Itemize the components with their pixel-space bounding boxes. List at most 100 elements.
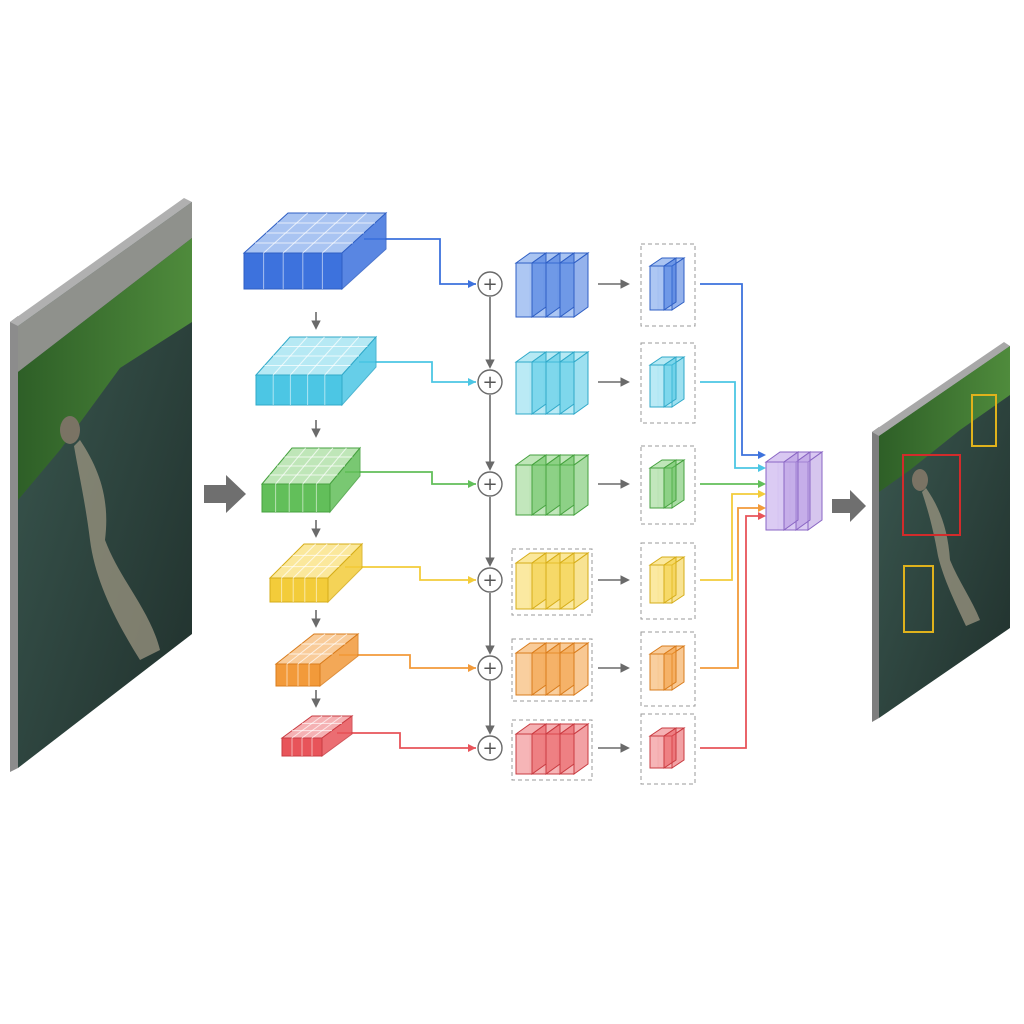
- fusion-block: [764, 451, 824, 531]
- sum-node-p1: +: [477, 271, 503, 369]
- slab-side: [531, 642, 547, 696]
- sum-node-p3: +: [477, 471, 503, 567]
- slab-side: [663, 556, 677, 604]
- slab-front: [515, 262, 533, 318]
- slab-side: [573, 454, 589, 516]
- fusion-connector-p6: [700, 515, 762, 749]
- lateral-arrowhead: [468, 576, 476, 584]
- slab-side: [573, 252, 589, 318]
- sum-node-circle: [477, 735, 503, 761]
- sum-symbol: +: [482, 274, 497, 295]
- reduced-feature-dashed-frame: [640, 445, 696, 525]
- sum-symbol: +: [482, 570, 497, 591]
- pyramid-grid-line: [311, 715, 343, 739]
- slab-side: [573, 351, 589, 415]
- feature-stack-dashed-frame: [511, 638, 593, 702]
- slab-front: [649, 265, 665, 311]
- pyramid-side-face: [341, 211, 387, 291]
- input-image-road: [18, 202, 192, 372]
- lateral-arrowhead: [468, 664, 476, 672]
- slab-front: [649, 653, 665, 691]
- slab-front: [649, 735, 665, 769]
- slab-side: [559, 454, 575, 516]
- slab-side: [559, 252, 575, 318]
- feature-block-column: [511, 252, 630, 781]
- reduced-feature-dashed-frame: [640, 713, 696, 785]
- input-image-top-edge: [10, 198, 192, 326]
- sum-node-p2: +: [477, 369, 503, 471]
- pyramid-grid-line: [292, 543, 328, 579]
- merged-feature-stack-p5: [511, 638, 593, 702]
- fusion-connector-p4: [700, 493, 762, 581]
- slab-front: [515, 733, 533, 775]
- sum-node-circle: [477, 471, 503, 497]
- pyramid-grid-line: [308, 633, 348, 665]
- input-image-outfall-pipe: [60, 416, 80, 444]
- slab-front: [515, 464, 533, 516]
- pyramid-level-p4: [268, 542, 364, 628]
- fusion-arrowhead: [758, 464, 766, 472]
- sum-node-circle: [477, 655, 503, 681]
- lateral-arrowhead: [468, 744, 476, 752]
- reduced-feature-p4: [640, 542, 696, 620]
- pyramid-grid-line: [297, 633, 337, 665]
- feature-stack-dashed-frame: [511, 548, 593, 616]
- reduced-feature-p5: [640, 631, 696, 707]
- pyramid-front-face: [269, 577, 329, 603]
- slab-front: [649, 364, 665, 408]
- sum-symbol: +: [482, 658, 497, 679]
- pyramid-level-p1: [242, 211, 388, 330]
- pyramid-level-p5: [274, 632, 360, 708]
- pyramid-level-p6: [280, 715, 354, 757]
- slab-side: [663, 257, 677, 311]
- slab-side: [545, 454, 561, 516]
- reduced-feature-p6: [640, 713, 696, 785]
- reduced-feature-p2: [640, 342, 696, 424]
- connector-lines: [337, 238, 476, 752]
- slab-side: [545, 252, 561, 318]
- pyramid-side-face: [329, 446, 361, 514]
- reduced-feature-dashed-frame: [640, 243, 696, 327]
- lateral-connector-p1: [364, 238, 476, 285]
- pyramid-front-face: [243, 252, 343, 290]
- reduced-feature-p3: [640, 445, 696, 525]
- pyramid-level-p2: [254, 335, 378, 438]
- lateral-arrowhead: [468, 378, 476, 386]
- slab-side: [531, 723, 547, 775]
- detection-box-outfall: [902, 454, 961, 536]
- slab-side: [531, 252, 547, 318]
- output-image-top-edge: [872, 342, 1010, 436]
- input-image: [10, 198, 192, 772]
- sum-node-p6: +: [477, 735, 503, 761]
- reduced-feature-p1: [640, 243, 696, 327]
- detection-box-lower-left: [903, 565, 934, 633]
- slab-side: [531, 351, 547, 415]
- slab-side: [663, 356, 677, 408]
- input-image-edge: [10, 316, 18, 772]
- slab-side: [559, 351, 575, 415]
- pyramid-side-face: [341, 335, 377, 407]
- slab-front: [765, 461, 785, 531]
- pyramid-grid-line: [291, 715, 323, 739]
- input-to-backbone-arrow: [204, 475, 246, 513]
- slab-front: [515, 361, 533, 415]
- fusion-connector-p2: [700, 381, 762, 469]
- reduced-feature-column: [640, 243, 766, 785]
- sum-node-p5: +: [477, 655, 503, 735]
- backbone-pyramid: [242, 211, 388, 757]
- fusion-arrowhead: [758, 512, 766, 520]
- lateral-arrowhead: [468, 280, 476, 288]
- merged-feature-stack-p4: [511, 548, 593, 616]
- slab-side: [783, 451, 799, 531]
- slab-front: [649, 564, 665, 604]
- slab-side: [663, 459, 677, 509]
- detection-box-upper-right: [971, 394, 997, 447]
- fusion-arrowhead: [758, 480, 766, 488]
- fusion-to-output-arrow: [832, 490, 866, 522]
- merged-feature-stack-p3: [514, 454, 590, 516]
- sum-symbol: +: [482, 372, 497, 393]
- slab-front: [515, 562, 533, 610]
- lateral-connector-p6: [337, 732, 476, 749]
- lateral-connector-p2: [359, 361, 476, 383]
- slab-side: [663, 645, 677, 691]
